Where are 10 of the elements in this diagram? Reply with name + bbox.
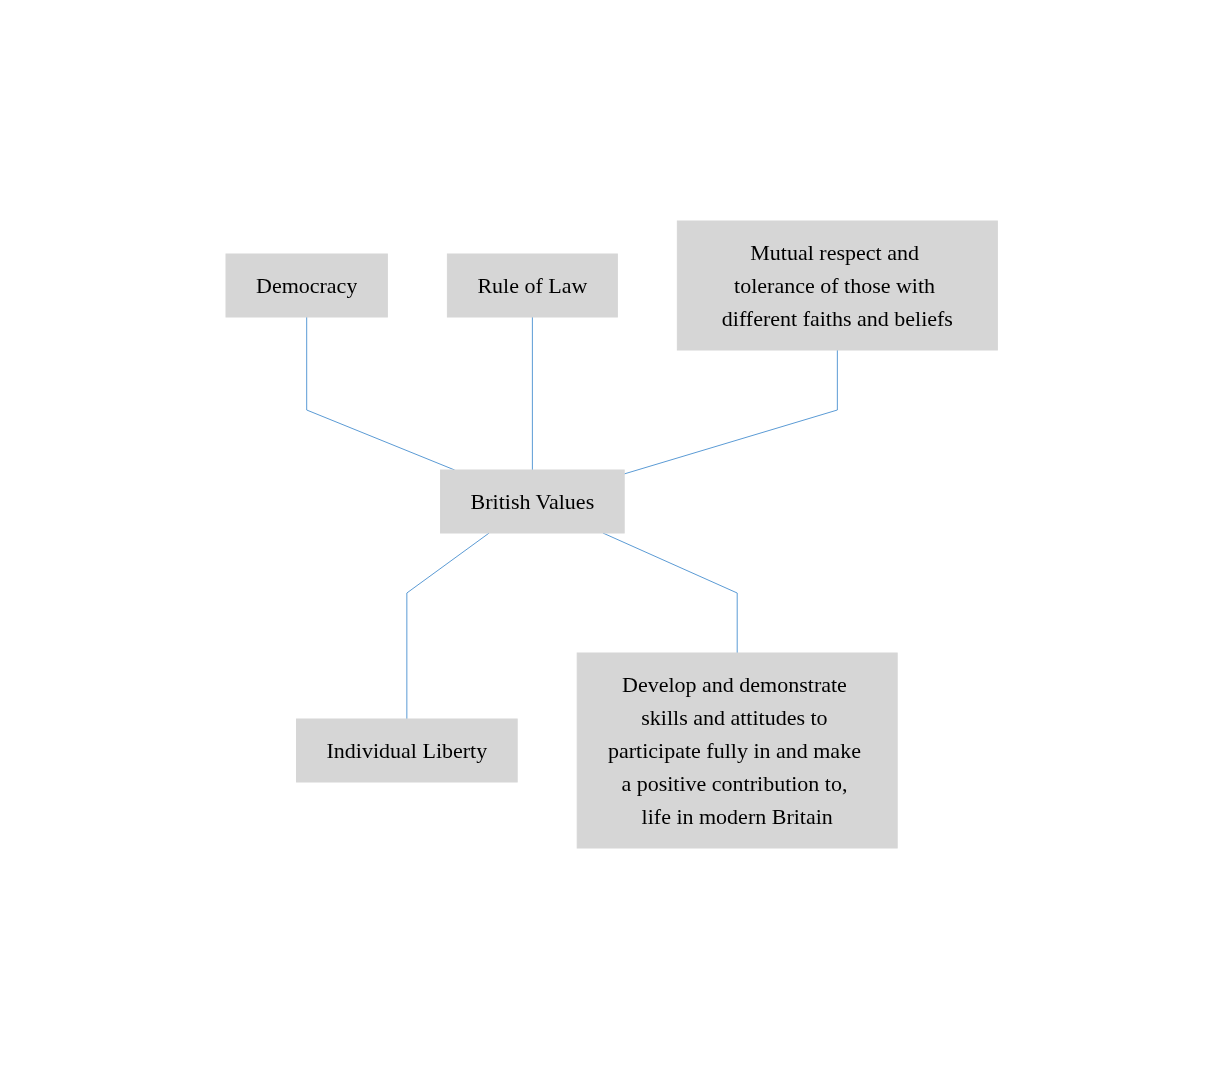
connector bbox=[532, 316, 534, 470]
connector bbox=[602, 532, 738, 653]
node-box: Mutual respect and tolerance of those with different faiths and beliefs bbox=[677, 220, 999, 350]
node-box: British Values bbox=[440, 469, 625, 533]
connector bbox=[406, 532, 490, 719]
node-box: Individual Liberty bbox=[296, 718, 518, 782]
node-box: Rule of Law bbox=[447, 253, 619, 317]
node-box: Develop and demonstrate skills and attitudes to participate fully in and make a positive contribution to, life in modern Britain bbox=[577, 652, 898, 848]
connector bbox=[624, 349, 839, 474]
node-box: Democracy bbox=[225, 253, 389, 317]
